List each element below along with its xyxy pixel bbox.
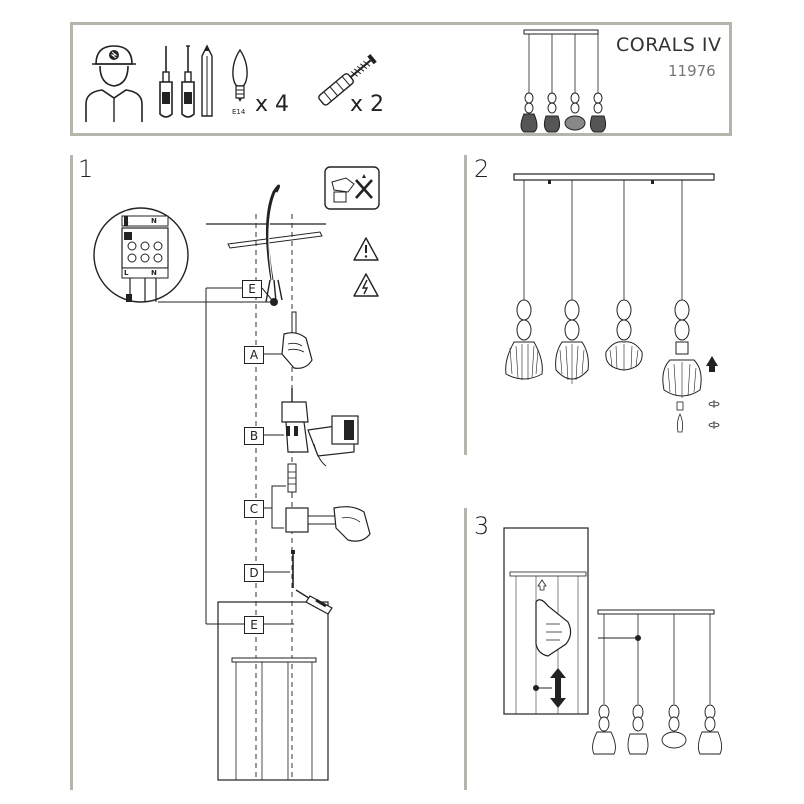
step1-label-e-bottom: E (244, 616, 264, 634)
header-panel (70, 22, 732, 136)
step1-label-b: B (244, 427, 264, 445)
electric-hazard-icon (353, 273, 379, 297)
hammer-icon (285, 506, 371, 542)
step1-divider (70, 155, 73, 790)
terminal-label-l-top: L (124, 217, 129, 225)
marking-pencil-hand-icon (281, 311, 313, 369)
terminal-label-n-top: N (151, 217, 157, 225)
electrician-icon (85, 45, 143, 122)
wall-plug-icon (287, 463, 297, 498)
do-not-power-on-icon (324, 166, 380, 210)
terminal-block-detail (93, 207, 189, 303)
product-code: 11976 (668, 62, 716, 80)
step2-fixture-illustration (505, 173, 720, 433)
pencil-icon (201, 44, 213, 117)
wall-anchor-screw-icon (318, 54, 377, 106)
step3-height-adjust-illustration (503, 527, 723, 755)
terminal-label-n-bottom: N (151, 269, 157, 277)
screw-icon (291, 550, 295, 588)
fixture-thumbnail (520, 29, 607, 133)
screwdriver-phillips-icon (181, 45, 195, 118)
bulb-quantity: x 4 (255, 92, 290, 117)
screwdriver-flat-icon (159, 46, 173, 118)
product-name: CORALS IV (616, 34, 722, 56)
step1-label-a: A (244, 346, 264, 364)
step1-label-c: C (244, 500, 264, 518)
step-2-number: 2 (474, 155, 490, 183)
step2-divider (464, 155, 467, 455)
step1-label-e-top: E (242, 280, 262, 298)
step-3-number: 3 (474, 512, 490, 540)
bulb-type-label: E14 (232, 108, 246, 116)
step3-divider (464, 508, 467, 790)
step1-label-d: D (244, 564, 264, 582)
step-1-number: 1 (78, 155, 94, 183)
anchor-quantity: x 2 (350, 92, 385, 117)
screwdriver-hand-icon (295, 589, 333, 615)
terminal-label-l-bottom: L (124, 269, 129, 277)
drill-icon (281, 388, 359, 467)
warning-icon (353, 237, 379, 261)
e14-bulb-icon (232, 48, 248, 102)
